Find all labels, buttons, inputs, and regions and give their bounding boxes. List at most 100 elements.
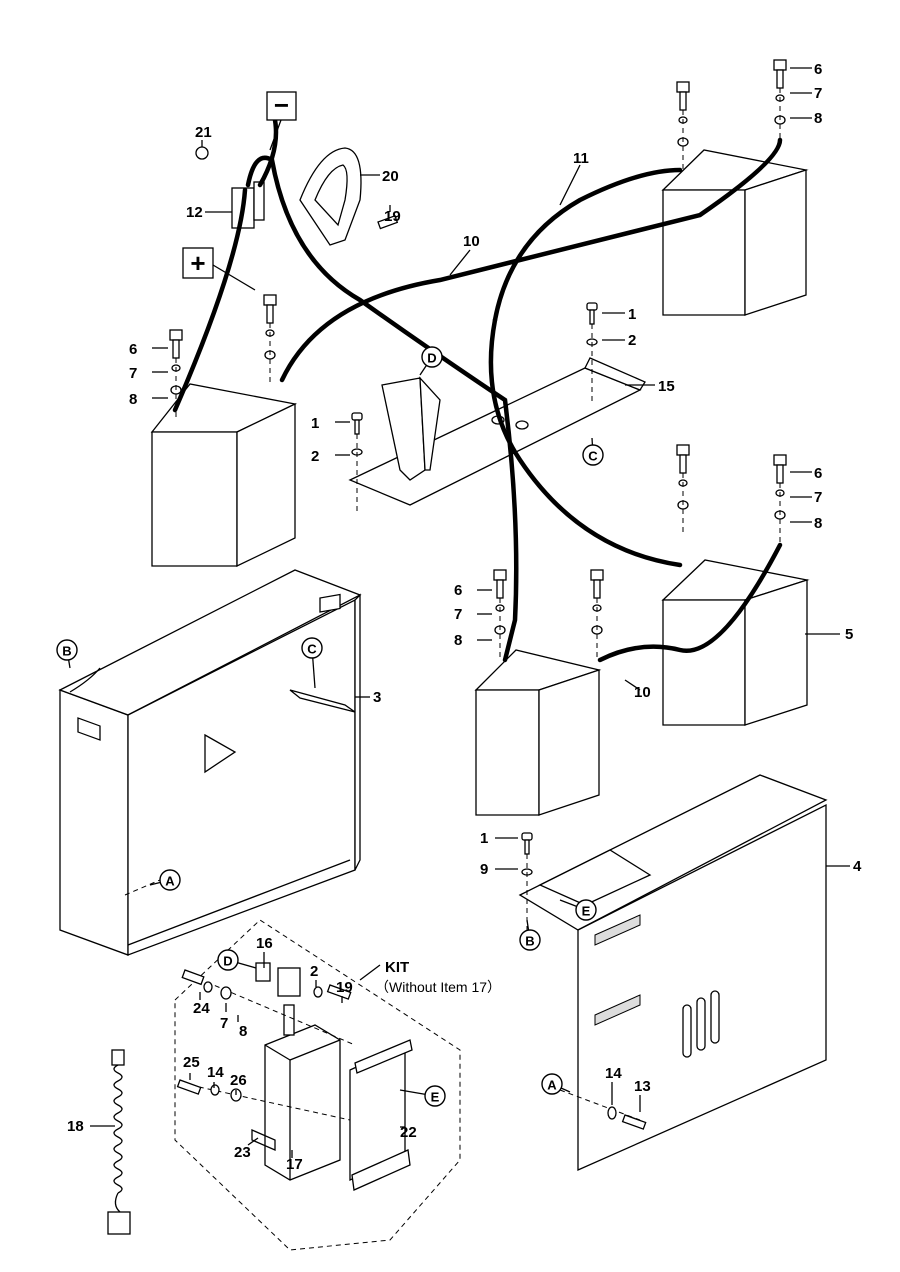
part-number: 22 — [400, 1124, 417, 1141]
part-number: 7 — [129, 365, 137, 382]
part-number: 7 — [814, 489, 822, 506]
callout-label: 14 — [207, 1064, 224, 1088]
part-number: 1 — [311, 415, 319, 432]
callout-label: 3 — [355, 689, 381, 706]
side-panel-4 — [518, 774, 828, 1171]
part-number: 5 — [845, 626, 853, 643]
bolt-stack — [263, 294, 277, 385]
part-number: 7 — [454, 606, 462, 623]
part-number: 8 — [239, 1023, 247, 1040]
marker-letter: D — [427, 351, 436, 366]
svg-text:+: + — [190, 248, 205, 278]
kit-boundary — [174, 919, 461, 1251]
reference-marker: E — [559, 899, 597, 921]
screw-washer — [586, 302, 598, 405]
bolt-stack — [773, 59, 787, 150]
positive-terminal-sign: + — [182, 247, 256, 291]
callout-label: 11 — [559, 150, 589, 206]
part-number: 9 — [480, 861, 488, 878]
battery — [661, 559, 810, 726]
reference-marker: B — [56, 639, 78, 669]
callout-label: 7 — [790, 489, 822, 506]
part-number: 8 — [454, 632, 462, 649]
marker-letter: E — [431, 1090, 440, 1105]
reference-marker: D — [217, 949, 257, 971]
svg-text:KIT: KIT — [385, 959, 409, 976]
callout-label: 2 — [311, 448, 350, 465]
callout-label: 9 — [480, 861, 518, 878]
bolt-stack — [773, 454, 787, 545]
battery — [150, 383, 298, 568]
callout-label: 4 — [826, 858, 862, 875]
part-number: 14 — [207, 1064, 224, 1081]
part-number: 20 — [382, 168, 399, 185]
svg-text:−: − — [274, 90, 289, 120]
callout-label: 1 — [311, 415, 350, 432]
part-number: 13 — [634, 1078, 651, 1095]
bolt-stack — [676, 81, 690, 172]
part-number: 2 — [311, 448, 319, 465]
leader-line — [247, 1137, 259, 1146]
reference-marker: A — [149, 869, 181, 891]
callout-label: 6 — [129, 341, 168, 358]
callout-label: 12 — [186, 204, 232, 221]
callout-label: 6 — [790, 465, 822, 482]
callout-label: 8 — [237, 1015, 247, 1040]
callout-label: 7 — [454, 606, 492, 623]
reference-marker: B — [519, 919, 541, 951]
connector-handle-20 — [299, 147, 362, 246]
charger-17 — [251, 1004, 341, 1181]
callout-label: 7 — [220, 1003, 228, 1032]
leader-line — [624, 679, 641, 691]
callout-label: 6 — [454, 582, 492, 599]
part-number: 1 — [480, 830, 488, 847]
callout-label: 17 — [286, 1150, 303, 1173]
callout-label: 2 — [602, 332, 636, 349]
callout-label: 7 — [129, 365, 168, 382]
screw-washer — [521, 832, 533, 935]
callout-label: 8 — [454, 632, 492, 649]
part-number: 16 — [256, 935, 273, 952]
reference-marker: E — [399, 1085, 446, 1107]
marker-letter: A — [547, 1078, 557, 1093]
reference-marker: A — [541, 1073, 571, 1095]
callout-label: 13 — [634, 1078, 651, 1112]
callout-label: 1 — [602, 306, 636, 323]
part-number: 10 — [634, 684, 651, 701]
part-number: 4 — [853, 858, 862, 875]
battery-tray-15 — [348, 357, 646, 506]
marker-letter: C — [588, 449, 598, 464]
reference-marker: C — [582, 437, 604, 466]
part-number: 8 — [129, 391, 137, 408]
bolt-stack — [493, 569, 507, 660]
marker-letter: E — [582, 904, 591, 919]
part-number: 19 — [384, 208, 401, 225]
part-number: 6 — [129, 341, 137, 358]
part-number: 6 — [814, 61, 822, 78]
kit-label: KIT （Without Item 17） — [359, 959, 501, 995]
part-number: 19 — [336, 979, 353, 996]
callout-label: 7 — [790, 85, 822, 102]
marker-letter: B — [62, 644, 71, 659]
callout-label: 8 — [129, 391, 168, 408]
part-number: 8 — [814, 110, 822, 127]
part-number: 21 — [195, 124, 212, 141]
marker-letter: D — [223, 954, 232, 969]
callout-label: 26 — [230, 1072, 247, 1095]
callout-label: 16 — [256, 935, 273, 968]
part-number: 8 — [814, 515, 822, 532]
chassis-frame-3 — [58, 569, 362, 956]
marker-letter: B — [525, 934, 534, 949]
battery — [474, 649, 602, 816]
callout-label: 2 — [310, 963, 318, 987]
screw-19 — [377, 215, 399, 230]
part-number: 6 — [814, 465, 822, 482]
callout-label: 18 — [67, 1118, 115, 1135]
callout-label: 22 — [400, 1124, 417, 1141]
callout-label: 1 — [480, 830, 518, 847]
callout-label: 10 — [624, 679, 651, 701]
part-number: 1 — [628, 306, 636, 323]
part-number: 6 — [454, 582, 462, 599]
bolt-stack — [169, 329, 183, 420]
callout-label: 19 — [336, 979, 353, 1003]
